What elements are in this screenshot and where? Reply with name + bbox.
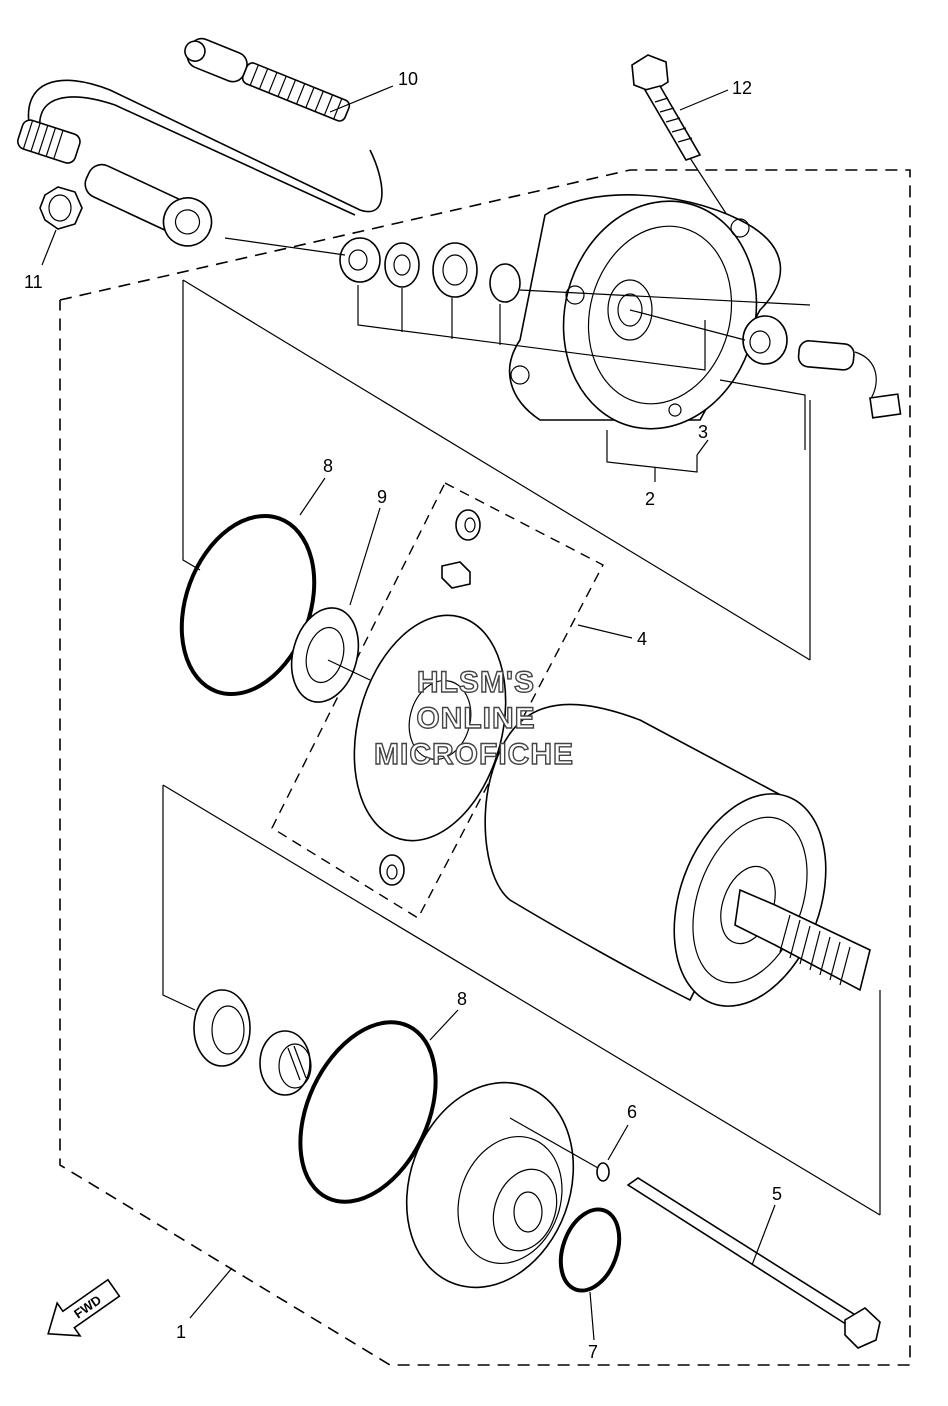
label-8-lower: 8 [457,989,467,1009]
brush-spring-lower[interactable] [379,854,405,886]
front-cover[interactable] [379,1059,601,1311]
upper-bracket-diagonal [182,279,811,661]
leader-5 [751,1204,776,1266]
brush-block[interactable] [441,561,471,589]
leader-4 [577,624,633,639]
o-ring-6-axis-line [509,1117,599,1169]
oil-seal[interactable] [432,242,478,298]
upper-bracket-left [182,280,201,571]
watermark-line-2: ONLINE [416,702,535,735]
bushing-right[interactable] [742,315,788,365]
leader-1 [189,1267,233,1319]
leader-12 [679,89,729,111]
o-ring-lower-part-8[interactable] [273,1001,462,1224]
label-11: 11 [24,272,43,292]
washer-assembly-lead [224,237,346,256]
o-ring-small[interactable] [489,263,521,303]
label-2: 2 [645,489,655,509]
nut-part-11[interactable] [39,186,83,230]
brush-set-box-dashed [271,482,604,919]
oil-seal-lower[interactable] [193,989,251,1067]
brush-spring-upper[interactable] [455,509,481,541]
washer-small[interactable] [384,242,420,288]
o-ring-part-6[interactable] [596,1162,610,1182]
brush-holder-plate[interactable] [331,598,530,857]
watermark-line-3: MICROFICHE [374,738,574,771]
leader-7 [589,1291,595,1341]
label-8-upper: 8 [323,456,333,476]
needle-bearing[interactable] [259,1030,312,1096]
bolt-part-12[interactable] [631,54,702,161]
bearing-line-a [519,289,811,306]
through-bolt-part-5[interactable] [626,1177,881,1349]
leader-10 [329,85,394,113]
leader-9 [349,507,381,606]
label-1: 1 [176,1322,186,1342]
washer-part-9[interactable] [282,600,369,709]
right-bracket-line [719,379,806,450]
leader-8-upper [299,477,326,516]
label-4: 4 [637,629,647,649]
leader-2-bracket [606,430,698,473]
leader-6 [607,1124,629,1161]
watermark-line-1: HLSM'S [417,666,535,699]
watermark: HLSM'S ONLINE MICROFICHE [373,665,574,771]
label-7: 7 [588,1342,598,1362]
label-12: 12 [732,78,752,98]
label-5: 5 [772,1184,782,1204]
brush-lead-part-3[interactable] [797,340,902,419]
leader-8-lower [429,1009,459,1041]
fwd-arrow-icon: FWD [47,1278,121,1337]
label-3: 3 [698,422,708,442]
lower-bracket-diagonal [162,784,881,1216]
washer-9-axis-line [327,659,371,681]
bearing-line-b [629,309,746,341]
label-10: 10 [398,69,418,89]
rear-cover-part-2[interactable] [508,179,782,450]
leader-11 [41,229,57,266]
lead-wire-part-10[interactable] [16,34,383,254]
label-9: 9 [377,487,387,507]
lower-bracket-left [162,785,196,1011]
seal-small[interactable] [339,237,381,283]
armature-shaft[interactable] [734,888,871,992]
o-ring-part-7[interactable] [550,1201,629,1298]
leader-3 [696,439,709,456]
label-6: 6 [627,1102,637,1122]
seals-bracket [357,285,706,371]
assembly-boundary-dashed [59,169,911,1366]
